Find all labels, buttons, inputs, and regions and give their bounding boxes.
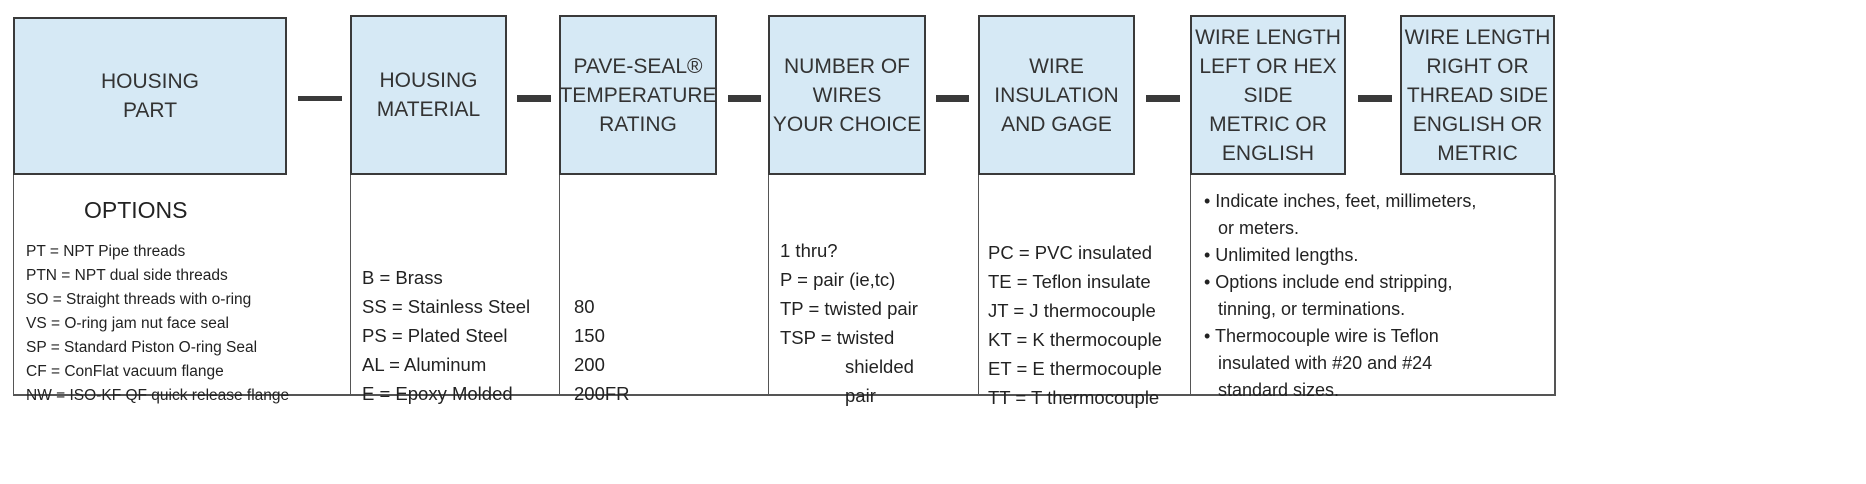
separator-dash — [936, 95, 969, 102]
header-line: RIGHT OR — [1426, 54, 1529, 78]
option-item: CF = ConFlat vacuum flange — [26, 363, 224, 380]
note-line: • Indicate inches, feet, millimeters, — [1204, 191, 1477, 211]
wire-length-notes: • Indicate inches, feet, millimeters, or… — [1204, 188, 1476, 404]
header-line: SIDE — [1243, 83, 1293, 107]
option-item: KT = K thermocouple — [988, 329, 1162, 350]
header-housing-material: HOUSING MATERIAL — [350, 15, 507, 175]
option-item: P = pair (ie,tc) — [780, 269, 896, 290]
column-divider — [768, 175, 769, 395]
header-line: PART — [122, 99, 178, 122]
note-line: insulated with #20 and #24 — [1218, 353, 1433, 373]
option-item: shielded — [845, 356, 914, 377]
option-item: E = Epoxy Molded — [362, 383, 513, 404]
header-line: HOUSING — [100, 70, 199, 93]
option-item: SS = Stainless Steel — [362, 296, 531, 317]
option-item: 80 — [574, 296, 595, 317]
note-line: • Options include end stripping, — [1204, 272, 1453, 292]
header-wire-length-right: WIRE LENGTH RIGHT OR THREAD SIDE ENGLISH… — [1400, 15, 1555, 175]
header-line: RATING — [599, 112, 677, 136]
option-item: PC = PVC insulated — [988, 242, 1153, 263]
note-line: • Unlimited lengths. — [1204, 245, 1359, 265]
column-divider — [559, 175, 560, 395]
option-item: SO = Straight threads with o-ring — [26, 291, 252, 308]
options-frame-bottom — [13, 394, 1555, 396]
separator-dash — [298, 96, 342, 101]
note-line: or meters. — [1218, 218, 1300, 238]
header-wire-length-left: WIRE LENGTH LEFT OR HEX SIDE METRIC OR E… — [1190, 15, 1346, 175]
header-temperature-rating: PAVE-SEAL® TEMPERATURE RATING — [559, 15, 717, 175]
header-line: THREAD SIDE — [1406, 83, 1549, 107]
option-item: TSP = twisted — [780, 327, 895, 348]
header-line: ENGLISH OR — [1412, 112, 1543, 136]
option-item: 150 — [574, 325, 605, 346]
header-number-of-wires: NUMBER OF WIRES YOUR CHOICE — [768, 15, 926, 175]
header-line: HOUSING — [379, 69, 478, 92]
header-line: MATERIAL — [376, 98, 481, 121]
header-line: WIRE LENGTH — [1195, 25, 1341, 49]
option-item: 200FR — [574, 383, 630, 404]
temperature-options: 80 150 200 200FR — [574, 292, 630, 408]
separator-dash — [1146, 95, 1180, 102]
option-item: PT = NPT Pipe threads — [26, 243, 186, 260]
option-item: TE = Teflon insulate — [988, 271, 1151, 292]
header-line: WIRE — [1029, 54, 1084, 78]
note-line: tinning, or terminations. — [1218, 299, 1406, 319]
header-line: METRIC — [1437, 141, 1518, 165]
option-item: VS = O-ring jam nut face seal — [26, 315, 229, 332]
header-wire-insulation: WIRE INSULATION AND GAGE — [978, 15, 1135, 175]
option-item: SP = Standard Piston O-ring Seal — [26, 339, 258, 356]
wires-options: 1 thru? P = pair (ie,tc) TP = twisted pa… — [780, 236, 918, 410]
separator-dash — [517, 95, 551, 102]
option-item: NW = ISO-KF QF quick release flange — [26, 387, 290, 404]
header-housing-part: HOUSING PART — [13, 17, 287, 175]
option-item: ET = E thermocouple — [988, 358, 1162, 379]
note-line: • Thermocouple wire is Teflon — [1204, 326, 1439, 346]
header-line: METRIC OR — [1209, 112, 1327, 136]
option-item: B = Brass — [362, 267, 443, 288]
header-line: WIRES — [812, 83, 882, 107]
options-title: OPTIONS — [84, 197, 188, 223]
option-item: TT = T thermocouple — [988, 387, 1160, 408]
housing-part-options: PT = NPT Pipe threads PTN = NPT dual sid… — [26, 240, 289, 408]
option-item: 1 thru? — [780, 240, 838, 261]
option-item: pair — [845, 385, 876, 406]
housing-material-options: B = Brass SS = Stainless Steel PS = Plat… — [362, 263, 530, 408]
option-item: 200 — [574, 354, 605, 375]
header-line: INSULATION — [994, 83, 1119, 107]
option-item: TP = twisted pair — [780, 298, 918, 319]
option-item: PS = Plated Steel — [362, 325, 508, 346]
insulation-options: PC = PVC insulated TE = Teflon insulate … — [988, 238, 1162, 412]
note-line: standard sizes. — [1218, 380, 1340, 400]
header-line: LEFT OR HEX — [1199, 54, 1337, 78]
header-line: YOUR CHOICE — [772, 112, 922, 136]
options-frame-right — [1554, 175, 1556, 396]
header-line: AND GAGE — [1001, 112, 1112, 136]
header-line: TEMPERATURE — [559, 83, 717, 107]
header-line: WIRE LENGTH — [1404, 25, 1551, 49]
column-divider — [1190, 175, 1191, 395]
header-line: ENGLISH — [1221, 141, 1315, 165]
option-item: JT = J thermocouple — [988, 300, 1156, 321]
option-item: PTN = NPT dual side threads — [26, 267, 228, 284]
separator-dash — [728, 95, 761, 102]
options-frame-left — [13, 175, 14, 395]
header-line: PAVE-SEAL® — [573, 54, 703, 78]
column-divider — [978, 175, 979, 395]
column-divider — [350, 175, 351, 395]
option-item: AL = Aluminum — [362, 354, 487, 375]
separator-dash — [1358, 95, 1392, 102]
header-line: NUMBER OF — [784, 54, 910, 78]
